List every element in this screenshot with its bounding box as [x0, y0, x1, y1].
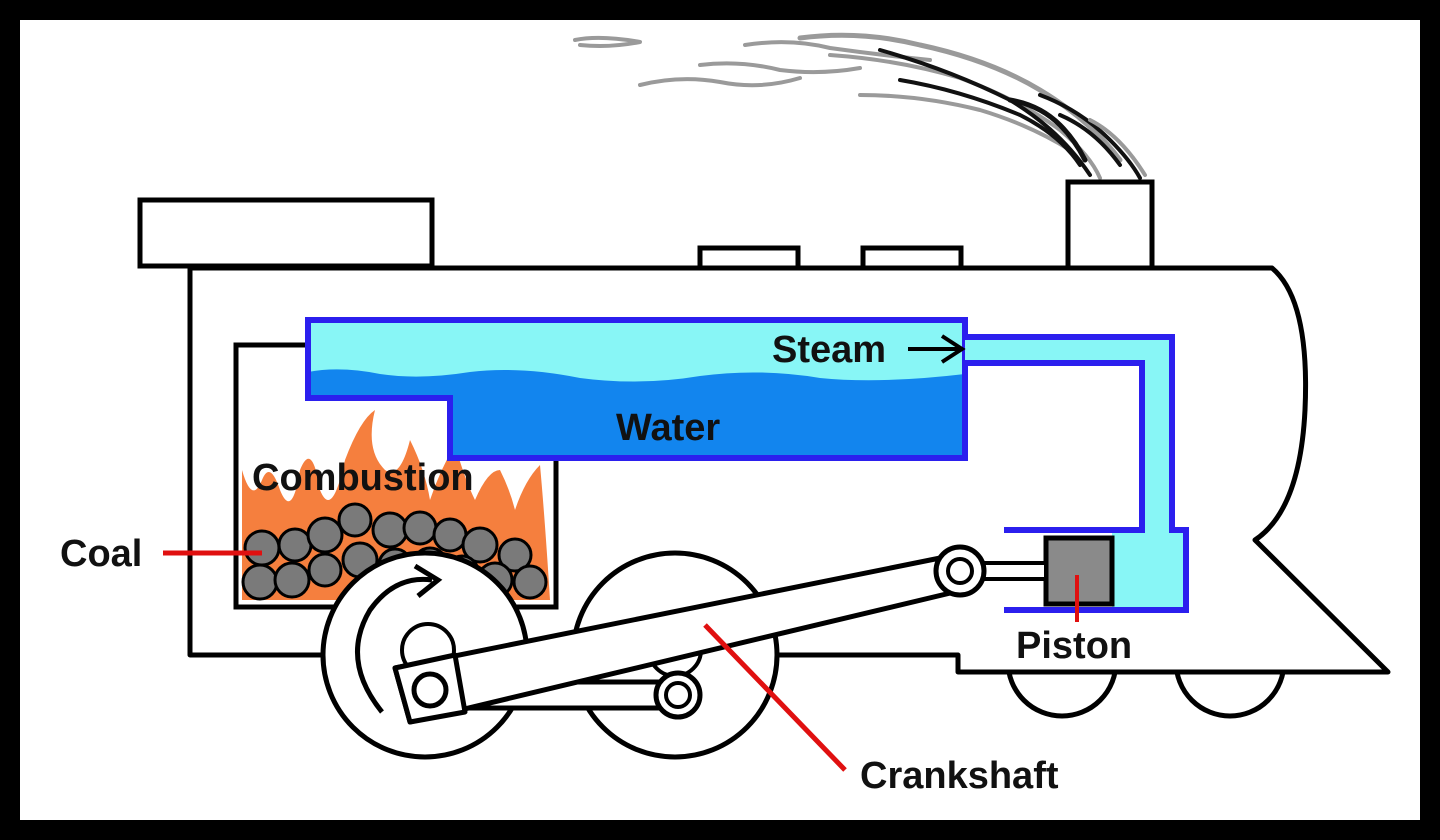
- crankshaft-leader-line: [703, 623, 847, 772]
- boiler: [305, 317, 968, 461]
- label-steam: Steam: [772, 329, 886, 371]
- steam-pipe: [965, 334, 1189, 613]
- rotation-arrow-icon: [355, 576, 433, 714]
- piston-rod: [978, 561, 1048, 581]
- label-crankshaft: Crankshaft: [860, 755, 1059, 797]
- label-piston: Piston: [1016, 625, 1132, 667]
- cab-roof: [137, 197, 435, 269]
- crank-pin: [411, 671, 449, 709]
- smoke-icon: [573, 32, 1147, 180]
- label-combustion: Combustion: [252, 457, 474, 499]
- label-coal: Coal: [60, 533, 142, 575]
- label-water: Water: [616, 407, 720, 449]
- chimney: [1065, 179, 1155, 273]
